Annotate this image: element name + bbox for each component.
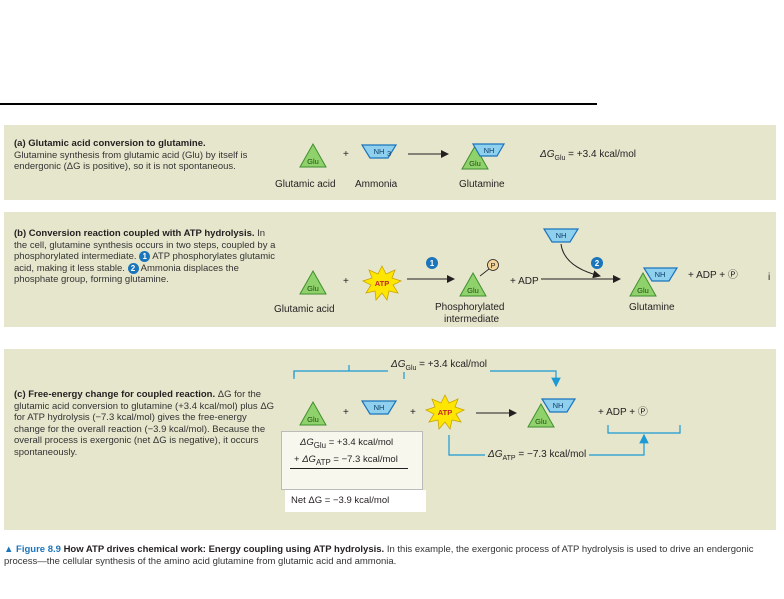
figure-caption: ▲ Figure 8.9 How ATP drives chemical wor… [4,544,774,568]
label-glutamine: Glutamine [629,302,675,313]
sum-line-1: ΔGGlu = +3.4 kcal/mol [300,437,393,450]
glutamine-glu-label: Glu [637,286,649,295]
sum-line-1-sub: Glu [313,440,327,450]
step-2-number: 2 [595,259,600,268]
panel-c-text: ΔG for the glutamic acid conversion to g… [14,389,275,458]
phosphate-icon [487,259,499,271]
panel-b-description: (b) Conversion reaction coupled with ATP… [14,228,276,286]
step-1-badge: 1 [139,251,151,262]
plus-sign: + [343,149,349,160]
top-delta-g: ΔGGlu = +3.4 kcal/mol [388,359,490,372]
atp-starburst: ATP [424,394,466,430]
label-ammonia: Ammonia [355,179,398,190]
panel-b: (b) Conversion reaction coupled with ATP… [4,212,776,327]
glutamine-molecule: NH Glu [629,267,679,297]
panel-b-reaction: Glu + ATP 1 Glu P + ADP NH 2 NH Gl [274,228,770,325]
bottom-delta-g: ΔGATP = −7.3 kcal/mol [485,449,590,462]
delta-g-value: = +3.4 kcal/mol [565,149,636,160]
nh3-trapezoid: NH 3 [360,144,398,159]
nh3-label: NH [556,231,567,240]
bottom-delta-g-value: = −7.3 kcal/mol [515,449,587,460]
top-delta-g-value: = +3.4 kcal/mol [416,359,487,370]
plus-sign-2: + [410,407,416,418]
glutamine-glu-label: Glu [469,159,481,168]
delta-g-symbol: ΔG [540,149,555,160]
sum-line-2: + ΔGATP = −7.3 kcal/mol [294,454,398,467]
nh3-label: NH [374,403,385,412]
net-delta-g: Net ΔG = −3.9 kcal/mol [285,490,426,512]
panel-c-heading: (c) Free-energy change for coupled react… [14,389,216,400]
nh3-trapezoid: NH [542,228,580,243]
sum-line-2-value: = −7.3 kcal/mol [330,454,398,465]
panel-c: (c) Free-energy change for coupled react… [4,349,776,530]
panel-b-text-3: Ammonia displaces the phosphate group, f… [14,262,239,286]
glutamine-glu-label: Glu [535,417,547,426]
atp-starburst: ATP [361,265,403,301]
panel-a-heading: (a) Glutamic acid conversion to glutamin… [14,138,206,149]
sum-line-2-symbol: ΔG [302,454,316,465]
bottom-delta-g-symbol: ΔG [488,449,503,460]
label-glutamic-acid: Glutamic acid [275,179,336,190]
atp-label: ATP [438,408,452,417]
intermediate-glu-label: Glu [467,286,479,295]
nh3-label: NH [374,147,385,156]
delta-g-sub: Glu [554,155,566,162]
products-bracket [607,425,681,434]
label-intermediate: intermediate [444,314,499,325]
glutamine-molecule: NH Glu [527,398,577,428]
glu-triangle: Glu [299,269,327,295]
panel-a-text: Glutamine synthesis from glutamic acid (… [14,149,248,173]
panel-c-description: (c) Free-energy change for coupled react… [14,389,276,458]
label-phosphorylated: Phosphorylated [435,302,505,313]
nh3-trapezoid: NH [360,400,398,415]
panel-c-reaction: Glu + NH + ATP NH Glu + ADP + Ⓟ [293,365,681,456]
pi-subscript: i [768,272,770,283]
glutamine-nh3-label: NH [484,146,495,155]
glu-triangle: Glu [299,142,327,168]
glutamine-nh3-label: NH [553,401,564,410]
panel-a-delta-g: ΔGGlu = +3.4 kcal/mol [540,149,636,162]
plus-sign: + [343,276,349,287]
top-rule [0,103,597,105]
panel-a: (a) Glutamic acid conversion to glutamin… [4,125,776,200]
step-1-number: 1 [430,259,435,268]
glu-label: Glu [307,284,319,293]
figure-label: ▲ Figure 8.9 [4,544,61,555]
glu-label: Glu [307,415,319,424]
phosphate-label: P [490,261,495,270]
caption-text: In this example, the exergonic process o… [4,544,754,567]
sum-line-1-value: = +3.4 kcal/mol [326,437,394,448]
glutamine-nh3-label: NH [655,270,666,279]
panel-b-text-1: In the cell, glutamine synthesis occurs … [14,228,276,263]
phosphorylated-intermediate: Glu P [459,259,499,297]
glutamine-molecule: NH Glu [461,143,506,170]
label-glutamic-acid: Glutamic acid [274,304,335,315]
plus-adp-pi: + ADP + Ⓟ [688,269,738,281]
sum-line-2-prefix: + [294,454,303,465]
plus-sign: + [343,407,349,418]
panel-b-text-2: ATP phosphorylates glutamic acid, making… [14,251,275,274]
panel-a-description: (a) Glutamic acid conversion to glutamin… [14,138,264,173]
nh3-sub: 3 [387,149,391,158]
step-2-badge: 2 [127,262,139,274]
sum-underline [290,468,408,469]
atp-label: ATP [375,279,389,288]
panel-a-reaction: Glu + NH 3 NH Glu Glutamic acid Ammonia … [275,142,506,190]
top-delta-g-symbol: ΔG [391,359,406,370]
top-delta-g-sub: Glu [405,365,417,372]
sum-line-2-sub: ATP [315,457,331,467]
plus-adp-pi: + ADP + Ⓟ [598,406,648,418]
glu-triangle: Glu [299,400,327,426]
step-2-marker [591,257,603,269]
delta-g-sum-box: ΔGGlu = +3.4 kcal/mol + ΔGATP = −7.3 kca… [281,431,423,490]
figure-title: How ATP drives chemical work: Energy cou… [63,544,385,555]
label-glutamine: Glutamine [459,179,505,190]
glu-label: Glu [307,157,319,166]
plus-adp: + ADP [510,276,539,287]
bottom-delta-g-sub: ATP [502,455,516,462]
step-1-marker [426,257,438,269]
ammonia-arrow [560,243,601,279]
sum-line-1-symbol: ΔG [300,437,314,448]
panel-b-heading: (b) Conversion reaction coupled with ATP… [14,228,255,239]
